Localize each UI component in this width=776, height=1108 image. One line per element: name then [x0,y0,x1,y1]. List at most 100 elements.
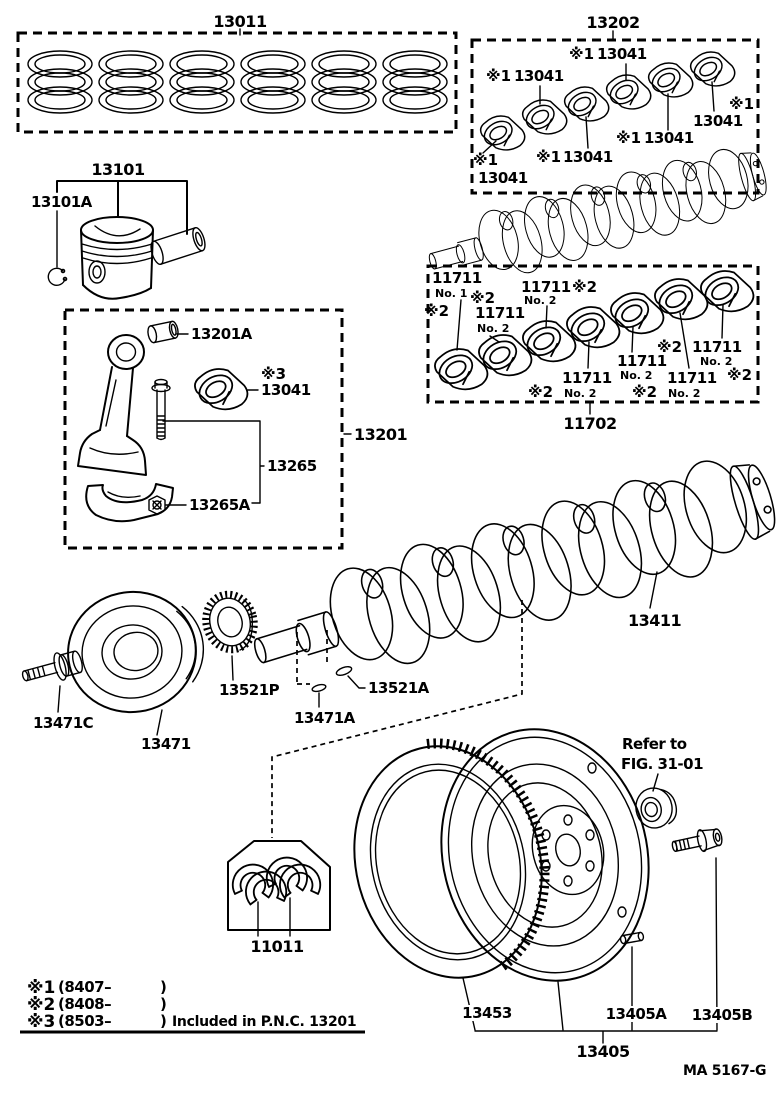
rod-bearing-5-mark: ※1 [616,129,641,147]
part-number-main-bearing-set: 11702 [563,414,616,433]
main-bearing-7-mark-2: ※2 [727,366,752,384]
main-bearing-4-mark: ※2 [528,383,553,401]
rod-cap-bracket: 13265 13265A [162,420,317,514]
flywheel-dowel [619,931,645,945]
rod-bolt [151,378,171,441]
legend-mark-2: ※2 [27,995,55,1015]
part-number-ring-set: 13011 [213,12,267,31]
crankshaft-main: 13411 [239,441,776,707]
piston-ring-set-1 [27,50,93,114]
part-number-rod-bearing: 13041 [261,381,311,399]
main-bearing-5-number: 11711 [617,352,667,370]
refer-note-line2: FIG. 31-01 [621,755,703,773]
main-bearing-5-position: No. 2 [620,369,652,382]
piston-ring-set-4 [240,50,306,114]
rod-small-end-bushing [147,320,179,344]
piston-ring-set-6 [382,50,448,114]
rod-bearing-5-number: 13041 [644,129,694,147]
part-number-rod-kit: 13201 [354,425,408,444]
pulley-bolt [21,650,83,682]
rod-bearing-shell-5 [647,62,694,98]
rod-bearing-2-number: 13041 [514,67,564,85]
rod-bearing-6-mark: ※1 [729,95,754,113]
legend-mark-3: ※3 [27,1012,55,1032]
rod-bearing-shell-4 [605,74,652,110]
legend-range-2: (8408– [58,995,111,1013]
thrust-washer-leader [271,600,523,838]
snap-ring [47,267,68,286]
main-bearing-3-number: 11711 [521,278,571,296]
rod-bearing-labels: ※1 13041 ※1 13041 ※1 13041 ※1 13041 ※1 1… [473,45,754,187]
main-bearing-6-number: 11711 [667,369,717,387]
legend-range-1: (8407– [58,978,111,996]
piston-pin [150,226,206,266]
part-number-ring-gear: 13453 [462,1004,512,1022]
piston-group: 13101 13101A [31,160,206,300]
part-number-rod-bearing-set: 13202 [586,13,639,32]
main-bearing-4-position: No. 2 [564,387,596,400]
rod-cap [85,483,174,523]
connecting-rod [77,334,147,476]
main-bearing-4-number: 11711 [562,369,612,387]
part-number-rod-nut: 13265A [189,496,251,514]
part-number-flywheel: 13405 [576,1042,630,1061]
part-number-timing-gear: 13521P [219,681,280,699]
piston-ring-set-3 [169,50,235,114]
gear-key [335,666,353,676]
crank-pulley [67,590,205,714]
main-bearing-1-position: No. 1 [435,287,467,300]
rod-bearing-4-mark: ※1 [569,45,594,63]
pulley-key [311,683,327,693]
legend-close-3: ) [160,1012,166,1030]
piston-ring-set-2 [98,50,164,114]
rod-bearing-4-number: 13041 [597,45,647,63]
legend: ※1 (8407– ) ※2 (8408– ) ※3 (8503– ) Incl… [20,978,365,1034]
part-number-pulley-key: 13471A [294,709,356,727]
part-number-flywheel-dowel: 13405A [606,1005,668,1023]
rod-bearing-1-number: 13041 [478,169,528,187]
part-number-pulley: 13471 [141,735,191,753]
part-number-flywheel-bolt: 13405B [692,1006,753,1024]
part-number-rod-bushing: 13201A [191,325,253,343]
key-leader-dashed [296,630,328,685]
rod-bearing-shell-2 [521,99,568,135]
thrust-washer-group: 11011 [227,840,331,956]
main-bearing-2-mark: ※2 [470,289,495,307]
rod-bearing-single-mark: ※3 [261,365,286,383]
main-bearing-1-mark: ※2 [424,302,449,320]
main-bearing-labels: 11711 No. 1 ※2 ※2 11711 No. 2 11711 ※2 N… [424,269,752,401]
rod-bearing-2-mark: ※1 [486,67,511,85]
part-number-pulley-bolt: 13471C [33,714,94,732]
part-number-thrust-washer: 11011 [250,937,304,956]
rod-bearing-3-number: 13041 [563,148,613,166]
part-number-piston: 13101 [91,160,145,179]
part-number-rod-cap: 13265 [267,457,317,475]
rod-nut [148,495,166,515]
legend-mark-1: ※1 [27,978,55,998]
timing-gear [202,590,258,654]
pilot-bearing-group: Refer to FIG. 31-01 [621,735,704,829]
pilot-bearing [635,787,678,829]
rod-bearing-3-mark: ※1 [536,148,561,166]
part-number-crankshaft: 13411 [628,611,682,630]
pulley-group: 13471C 13471 13521P 13471A 13521A [21,590,430,753]
refer-note-line1: Refer to [622,735,687,753]
piston-ring-set-5 [311,50,377,114]
main-bearing-6-mark: ※2 [632,383,657,401]
rod-bearing-shell-3 [563,86,610,122]
legend-range-3: (8503– [58,1012,111,1030]
rod-bearing-1-mark: ※1 [473,151,498,169]
ring-gear [353,738,550,979]
legend-close-1: ) [160,978,166,996]
figure-code: MA 5167-G [683,1063,766,1079]
main-bearing-set-box: 11711 No. 1 ※2 ※2 11711 No. 2 11711 ※2 N… [424,264,760,433]
main-bearing-6-position: No. 2 [668,387,700,400]
rod-bearing-6-number: 13041 [693,112,743,130]
main-bearing-7-position: No. 2 [700,355,732,368]
main-bearing-7-mark: ※2 [657,338,682,356]
flywheel [440,728,650,982]
part-number-gear-key: 13521A [368,679,430,697]
flywheel-label-bracket: 13453 13405A 13405B 13405 [461,857,754,1061]
